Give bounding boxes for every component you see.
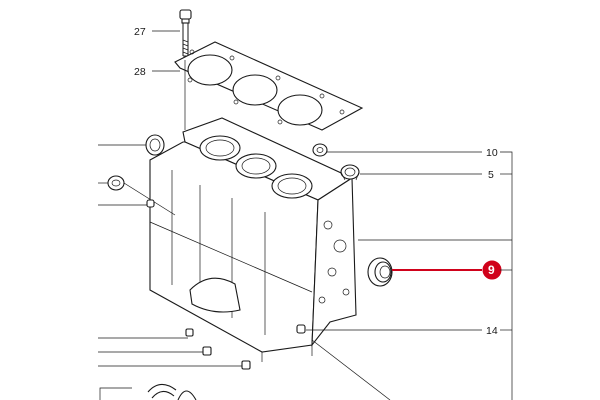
callout-14: 14 (486, 325, 498, 337)
callout-9: 9 (488, 263, 495, 277)
dowel-part-14[interactable] (296, 324, 306, 334)
right-bracket (500, 151, 513, 400)
cylinder-block[interactable] (149, 117, 357, 362)
plug-left-upper[interactable] (145, 134, 165, 156)
callout-5: 5 (488, 169, 494, 181)
head-gasket-part-28[interactable] (174, 41, 364, 131)
bolt-left-lower-1[interactable] (185, 328, 194, 337)
callout-10: 10 (486, 147, 498, 159)
cap-part-5[interactable] (340, 164, 360, 181)
plug-part-10[interactable] (312, 143, 328, 157)
bearing-shells[interactable] (147, 383, 197, 400)
lower-guide-line (311, 339, 391, 400)
bolt-part-27[interactable] (179, 9, 192, 57)
callout-27: 27 (134, 26, 146, 38)
oil-seal-part-9[interactable] (367, 257, 393, 287)
callout-28: 28 (134, 66, 146, 78)
seal-left-small[interactable] (107, 175, 125, 191)
bolt-left-lower-2[interactable] (202, 346, 212, 356)
bolt-left-lower-3[interactable] (241, 360, 251, 370)
plug-left-mid[interactable] (146, 199, 155, 208)
lower-left-bracket (99, 387, 132, 400)
